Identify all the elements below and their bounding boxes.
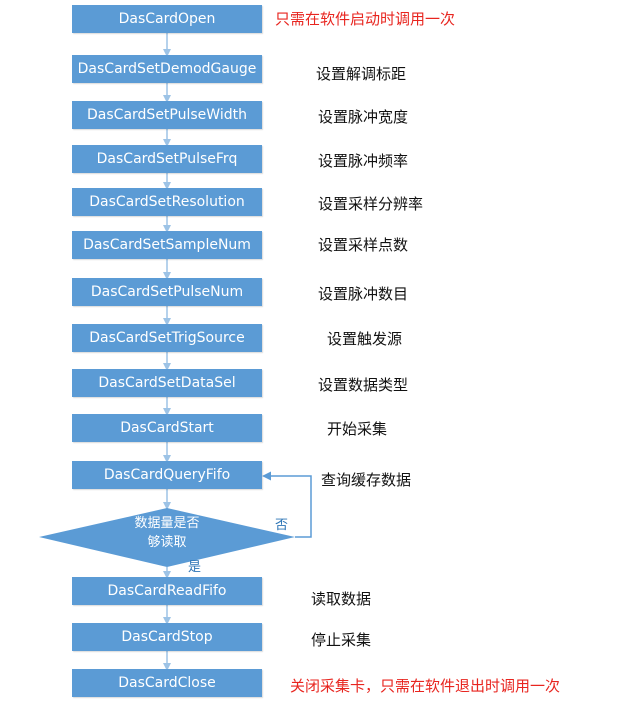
step-dascardsetdemodgauge: DasCardSetDemodGauge (72, 55, 262, 83)
decision-label: 数据量是否 够读取 (100, 514, 234, 552)
note-dascardstop: 停止采集 (311, 631, 372, 649)
step-dascardsettrigsource: DasCardSetTrigSource (72, 324, 262, 352)
note-dascardopen: 只需在软件启动时调用一次 (275, 10, 456, 28)
loop-back-no-branch (262, 471, 312, 538)
step-dascardsetsamplenum: DasCardSetSampleNum (72, 231, 262, 259)
decision-label-line1: 数据量是否 (134, 516, 200, 531)
step-dascardsetpulsewidth: DasCardSetPulseWidth (72, 101, 262, 129)
branch-label-no: 否 (275, 518, 289, 533)
step-dascardstart: DasCardStart (72, 414, 262, 442)
note-dascardqueryfifo: 查询缓存数据 (321, 471, 412, 489)
step-dascardqueryfifo: DasCardQueryFifo (72, 461, 262, 489)
step-dascardreadfifo: DasCardReadFifo (72, 577, 262, 605)
note-dascardsetresolution: 设置采样分辨率 (318, 195, 424, 213)
note-dascardsetdemodgauge: 设置解调标距 (316, 65, 407, 83)
note-dascardsettrigsource: 设置触发源 (327, 330, 403, 348)
note-dascardclose: 关闭采集卡，只需在软件退出时调用一次 (290, 677, 561, 695)
note-dascardsetpulsewidth: 设置脉冲宽度 (318, 108, 409, 126)
note-dascardsetpulsenum: 设置脉冲数目 (318, 285, 409, 303)
note-dascardsetdatasel: 设置数据类型 (318, 376, 409, 394)
step-dascardstop: DasCardStop (72, 623, 262, 651)
decision-diamond (39, 508, 295, 567)
step-dascardopen: DasCardOpen (72, 5, 262, 33)
step-dascardclose: DasCardClose (72, 669, 262, 697)
step-dascardsetdatasel: DasCardSetDataSel (72, 369, 262, 397)
step-dascardsetpulsenum: DasCardSetPulseNum (72, 278, 262, 306)
note-dascardsetsamplenum: 设置采样点数 (318, 236, 409, 254)
note-dascardreadfifo: 读取数据 (311, 590, 372, 608)
step-dascardsetresolution: DasCardSetResolution (72, 188, 262, 216)
branch-label-yes: 是 (188, 560, 202, 575)
note-dascardstart: 开始采集 (327, 420, 388, 438)
step-dascardsetpulsefrq: DasCardSetPulseFrq (72, 145, 262, 173)
note-dascardsetpulsefrq: 设置脉冲频率 (318, 152, 409, 170)
decision-label-line2: 够读取 (147, 535, 187, 550)
